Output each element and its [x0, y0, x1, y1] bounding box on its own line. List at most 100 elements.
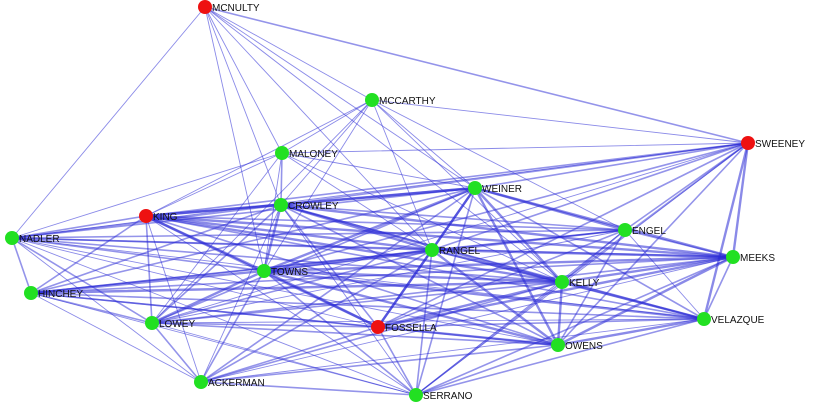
node-marker[interactable] — [24, 286, 38, 300]
node-label: ACKERMAN — [208, 378, 265, 389]
node-marker[interactable] — [425, 243, 439, 257]
node-crowley[interactable]: CROWLEY — [274, 198, 339, 212]
edge-meeks-serrano — [415, 256, 734, 396]
node-marker[interactable] — [371, 320, 385, 334]
node-rangel[interactable]: RANGEL — [425, 243, 481, 257]
edge-towns-velazque — [262, 269, 706, 321]
node-label: SWEENEY — [755, 139, 805, 150]
node-marker[interactable] — [5, 231, 19, 245]
edge-mccarthy-towns — [263, 99, 373, 272]
node-marker[interactable] — [468, 181, 482, 195]
node-label: HINCHEY — [38, 289, 83, 300]
edge-hinchey-serrano — [30, 292, 417, 396]
node-fossella[interactable]: FOSSELLA — [371, 320, 437, 334]
edge-towns-hinchey — [29, 269, 266, 295]
edge-weiner-nadler — [11, 187, 476, 239]
node-marker[interactable] — [257, 264, 271, 278]
node-marker[interactable] — [365, 93, 379, 107]
node-king[interactable]: KING — [139, 209, 178, 223]
node-marker[interactable] — [139, 209, 153, 223]
node-layer: MCNULTY MCCARTHY SWEENEY MALONEY WEINER KING C… — [5, 0, 805, 402]
edge-engel-nadler — [11, 229, 626, 239]
node-towns[interactable]: TOWNS — [257, 264, 308, 278]
node-velazque[interactable]: VELAZQUE — [697, 312, 765, 326]
edge-nadler-fossella — [11, 237, 379, 328]
node-owens[interactable]: OWENS — [551, 338, 603, 352]
edge-nadler-towns — [11, 237, 265, 272]
node-marker[interactable] — [555, 275, 569, 289]
edge-mcnulty-sweeney — [204, 6, 749, 144]
edge-maloney-crowley — [280, 152, 283, 206]
edge-mcnulty-kelly — [204, 6, 563, 283]
node-marker[interactable] — [198, 0, 212, 14]
edge-sweeney-meeks — [731, 141, 750, 259]
edge-maloney-king — [145, 152, 283, 217]
node-maloney[interactable]: MALONEY — [275, 146, 338, 160]
node-ackerman[interactable]: ACKERMAN — [194, 375, 265, 389]
node-label: FOSSELLA — [385, 323, 437, 334]
edge-king-rangel — [144, 214, 434, 252]
node-marker[interactable] — [551, 338, 565, 352]
edge-lowey-velazque — [151, 318, 705, 324]
node-weiner[interactable]: WEINER — [468, 181, 522, 195]
edge-sweeney-engel — [624, 142, 749, 231]
node-marker[interactable] — [697, 312, 711, 326]
node-engel[interactable]: ENGEL — [618, 223, 666, 237]
edge-sweeney-weiner — [474, 142, 749, 189]
node-label: MEEKS — [740, 253, 775, 264]
node-marker[interactable] — [275, 146, 289, 160]
edge-fossella-ackerman — [200, 326, 379, 383]
edge-mcnulty-crowley — [204, 6, 282, 206]
edge-nadler-hinchey — [11, 237, 32, 294]
node-marker[interactable] — [741, 136, 755, 150]
edge-mccarthy-maloney — [281, 99, 373, 154]
edge-layer — [11, 6, 750, 396]
edge-weiner-hinchey — [30, 187, 476, 294]
node-meeks[interactable]: MEEKS — [726, 250, 775, 264]
edge-rangel-serrano — [415, 249, 433, 396]
edge-engel-velazque — [624, 229, 705, 320]
edge-ackerman-serrano — [200, 381, 417, 396]
node-kelly[interactable]: KELLY — [555, 275, 600, 289]
edge-nadler-owens — [11, 237, 559, 346]
node-nadler[interactable]: NADLER — [5, 231, 60, 245]
edge-king-nadler — [11, 215, 147, 239]
node-serrano[interactable]: SERRANO — [409, 388, 473, 402]
edge-mccarthy-engel — [371, 99, 626, 231]
node-marker[interactable] — [618, 223, 632, 237]
node-label: NADLER — [19, 234, 60, 245]
node-lowey[interactable]: LOWEY — [145, 316, 195, 330]
node-marker[interactable] — [274, 198, 288, 212]
edge-hinchey-velazque — [30, 292, 705, 320]
node-marker[interactable] — [194, 375, 208, 389]
edge-lowey-fossella — [151, 322, 379, 328]
node-label: ENGEL — [632, 226, 666, 237]
edge-towns-fossella — [262, 269, 380, 329]
edge-velazque-owens — [556, 317, 706, 347]
edge-rangel-meeks — [430, 248, 735, 259]
edge-velazque-ackerman — [200, 318, 705, 383]
edge-sweeney-towns — [263, 142, 749, 272]
edge-mccarthy-sweeney — [371, 99, 749, 144]
node-label: TOWNS — [271, 267, 308, 278]
edge-fossella-owens — [376, 325, 560, 347]
node-hinchey[interactable]: HINCHEY — [24, 286, 83, 300]
edge-maloney-weiner — [281, 152, 476, 189]
node-mcnulty[interactable]: MCNULTY — [198, 0, 260, 14]
edge-maloney-nadler — [11, 152, 283, 239]
node-label: SERRANO — [423, 391, 473, 402]
node-sweeney[interactable]: SWEENEY — [741, 136, 805, 150]
edge-mcnulty-rangel — [204, 6, 433, 251]
node-mccarthy[interactable]: MCCARTHY — [365, 93, 436, 107]
edge-weiner-owens — [473, 186, 560, 347]
edge-owens-serrano — [415, 344, 559, 396]
edge-mccarthy-king — [145, 99, 373, 217]
node-marker[interactable] — [145, 316, 159, 330]
edge-engel-meeks — [624, 229, 734, 258]
edge-velazque-serrano — [415, 318, 705, 396]
node-marker[interactable] — [726, 250, 740, 264]
node-label: KELLY — [569, 278, 600, 289]
edge-nadler-kelly — [11, 237, 563, 283]
node-marker[interactable] — [409, 388, 423, 402]
